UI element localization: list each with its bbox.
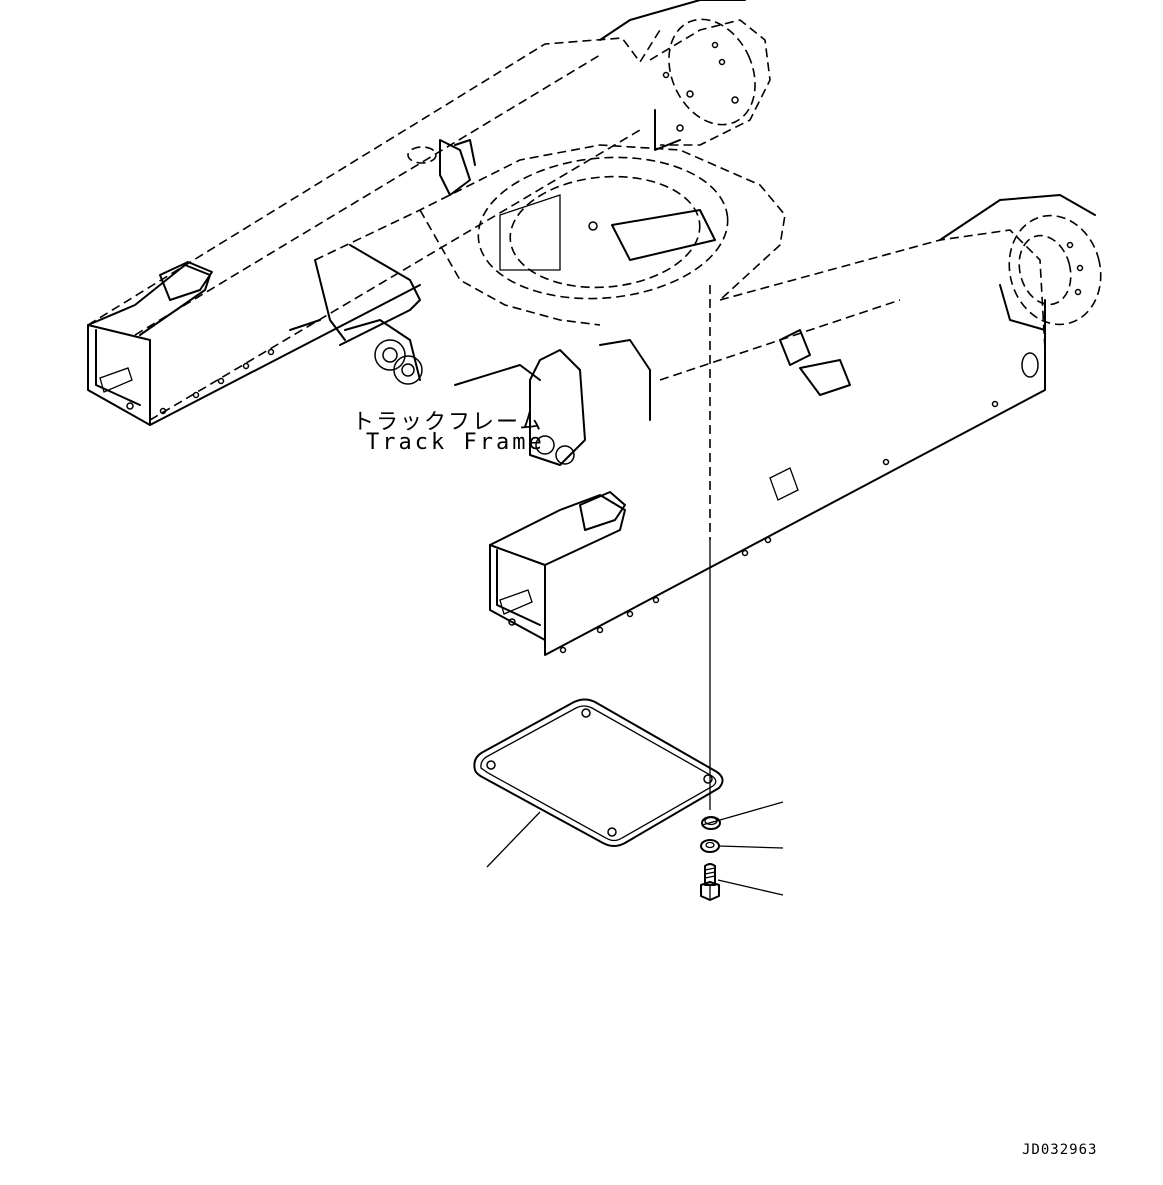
cover-plate-icon: [473, 698, 724, 868]
part-label-en: Track Frame: [366, 430, 545, 455]
washer-icon: [700, 839, 784, 853]
track-frame-illustration: [87, 0, 1102, 810]
right-side-frame: [489, 229, 1046, 656]
part-label-jp: トラックフレーム: [352, 410, 544, 435]
leader-washer: [718, 845, 784, 849]
leader-bolt: [717, 879, 784, 896]
lock-washer-icon: [701, 801, 784, 830]
bolt-icon: [700, 863, 784, 901]
drawing-id: JD032963: [1022, 1142, 1098, 1158]
center-body: [289, 139, 786, 466]
left-end-housing: [599, 0, 771, 151]
leader-cover-plate: [486, 811, 541, 868]
leader-lock-washer: [719, 801, 784, 821]
right-end-housing: [939, 194, 1102, 378]
left-side-frame: [87, 29, 661, 426]
